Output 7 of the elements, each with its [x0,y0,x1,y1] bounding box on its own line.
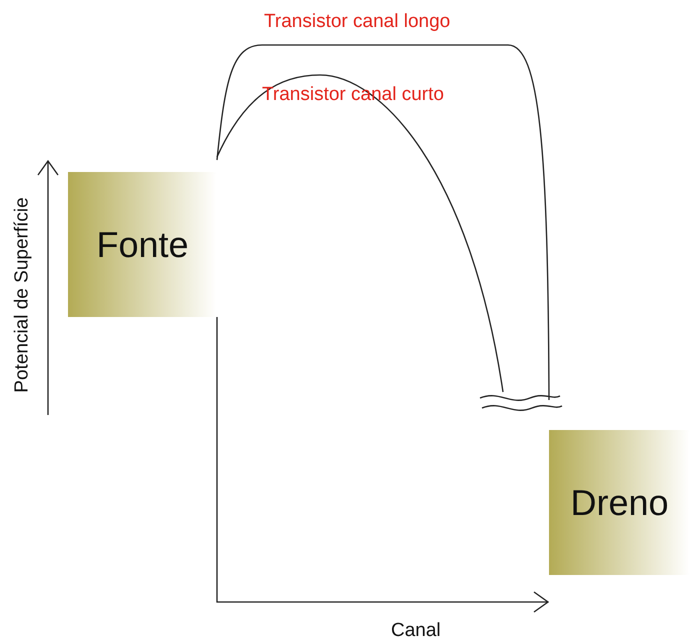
axis-title: Potencial de Superfície [11,197,34,393]
block-label: Dreno [570,482,669,524]
curve-label: Transistor canal longo [264,11,450,33]
drain-block [549,430,690,575]
axis-title: Canal [391,620,441,642]
block-label: Fonte [96,224,189,266]
source-block [68,172,217,317]
